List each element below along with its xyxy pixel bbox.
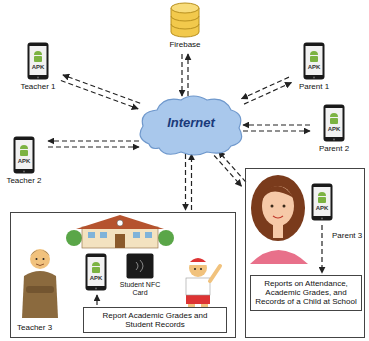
phone-icon <box>323 104 345 142</box>
dashed-connector <box>48 140 139 141</box>
phone-icon <box>27 42 49 80</box>
dashed-connector <box>243 124 310 125</box>
apk-label: APK <box>312 126 356 133</box>
apk-label: APK <box>292 64 336 71</box>
dashed-connector <box>242 77 289 99</box>
apk-label: APK <box>16 64 60 71</box>
apk-label: APK <box>2 158 46 165</box>
database-node: Firebase <box>168 2 202 52</box>
group-box: Parent 3 APK Reports on Attendance, Academ… <box>245 168 365 338</box>
phone-node: APKTeacher 1 <box>16 42 60 96</box>
dashed-connector <box>243 130 310 131</box>
database-label: Firebase <box>160 40 210 49</box>
cloud-label: Internet <box>135 116 247 131</box>
dashed-connector <box>191 154 192 210</box>
dashed-connector <box>219 151 246 182</box>
parent-illustration <box>250 175 308 264</box>
group-box: Teacher 3 APK Student NFC CardReport Acade… <box>10 212 236 338</box>
dashed-connector <box>321 225 322 273</box>
device-label: Parent 2 <box>306 144 362 153</box>
caption-box: Report Academic Grades and Student Recor… <box>83 307 227 333</box>
phone-node: APKTeacher 2 <box>2 136 46 190</box>
phone-node: APKParent 1 <box>292 42 336 96</box>
person-label: Teacher 3 <box>17 323 52 332</box>
teacher-illustration <box>22 249 58 318</box>
nfc-card-icon <box>126 253 154 279</box>
dashed-connector <box>187 54 188 96</box>
apk-label: APK <box>308 205 336 212</box>
dashed-connector <box>63 75 140 103</box>
phone-icon <box>85 253 107 291</box>
database-icon <box>170 2 200 38</box>
phone-icon <box>311 183 333 221</box>
device-label: Teacher 2 <box>0 176 52 185</box>
school-illustration <box>66 215 174 248</box>
caption-text: Report Academic Grades and Student Recor… <box>88 311 222 329</box>
card-label: Student NFC Card <box>117 281 163 297</box>
dashed-connector <box>244 83 291 105</box>
caption-box: Reports on Attendance, Academic Grades, … <box>250 275 362 311</box>
phone-node: APKParent 2 <box>312 104 356 158</box>
phone-node: APK <box>308 183 336 223</box>
phone-icon <box>303 42 325 80</box>
person-label: Parent 3 <box>332 231 362 240</box>
device-label: Teacher 1 <box>10 82 66 91</box>
cloud-node: Internet <box>135 92 247 158</box>
dashed-connector <box>48 146 139 147</box>
dashed-connector <box>181 54 182 96</box>
dashed-connector <box>185 154 186 210</box>
phone-icon <box>13 136 35 174</box>
apk-label: APK <box>81 275 111 282</box>
phone-node: APK <box>81 253 111 293</box>
dashed-connector <box>61 81 138 109</box>
device-label: Parent 1 <box>286 82 342 91</box>
nfc-card-node: Student NFC Card <box>117 253 163 297</box>
dashed-connector <box>96 295 97 305</box>
caption-text: Reports on Attendance, Academic Grades, … <box>255 279 357 307</box>
dashed-connector <box>214 155 241 186</box>
